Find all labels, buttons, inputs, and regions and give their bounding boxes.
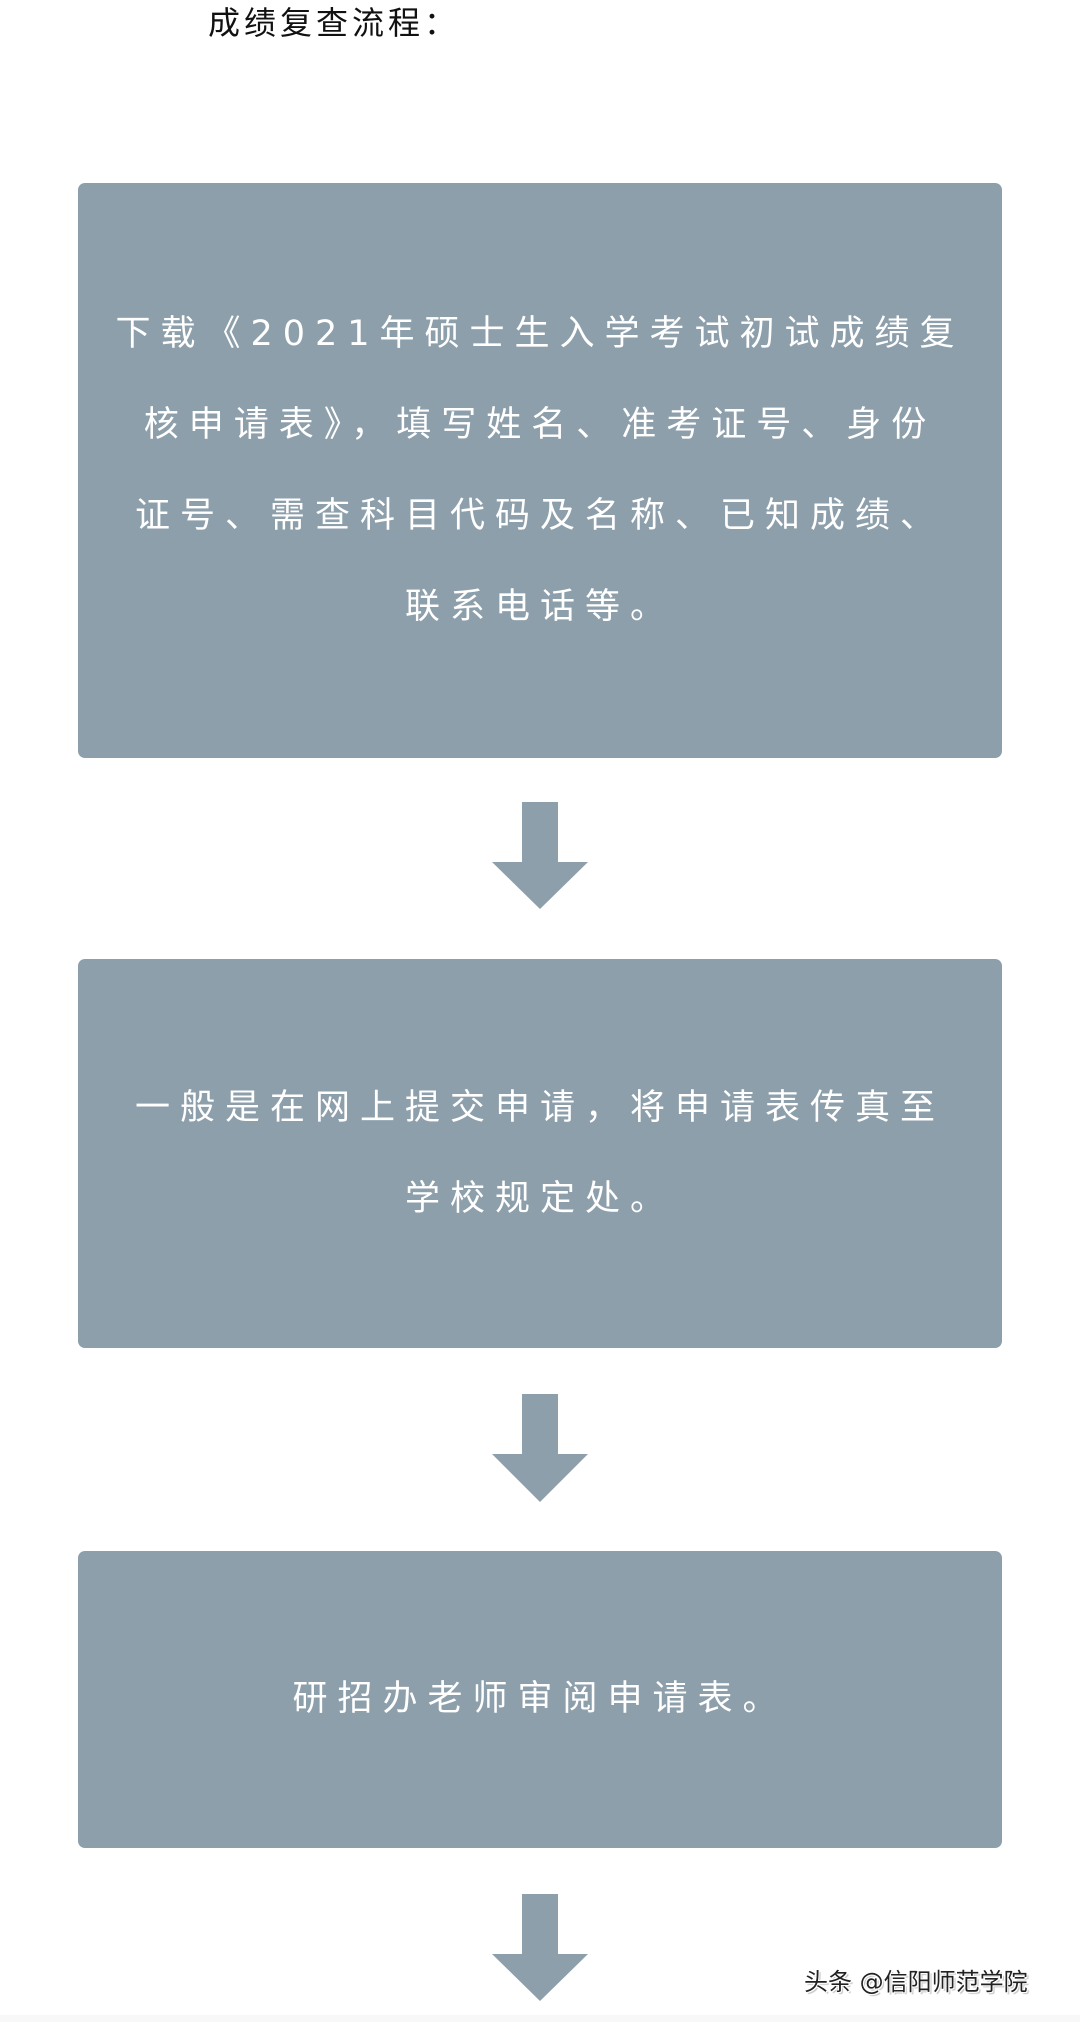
- step-text: 下载《2021年硕士生入学考试初试成绩复 核申请表》，填写姓名、准考证号、身份 …: [104, 289, 976, 653]
- arrow-down-icon: [492, 1894, 588, 2002]
- step-text: 一般是在网上提交申请，将申请表传真至 学校规定处。: [104, 1063, 976, 1245]
- step-box-download-form: 下载《2021年硕士生入学考试初试成绩复 核申请表》，填写姓名、准考证号、身份 …: [78, 183, 1002, 758]
- arrow-down-icon: [492, 802, 588, 910]
- step-text-line: 研招办老师审阅申请表。: [292, 1679, 788, 1719]
- step-box-submit-online: 一般是在网上提交申请，将申请表传真至 学校规定处。: [78, 959, 1002, 1348]
- step-text-line: 学校规定处。: [404, 1178, 675, 1219]
- step-text-line: 核申请表》，填写姓名、准考证号、身份: [143, 404, 937, 445]
- step-text-line: 一般是在网上提交申请，将申请表传真至: [134, 1087, 945, 1128]
- page-title: 成绩复查流程：: [208, 4, 461, 42]
- step-text-line: 联系电话等。: [404, 586, 675, 627]
- bottom-edge: [0, 2015, 1080, 2022]
- arrow-down-icon: [492, 1394, 588, 1502]
- step-text: 研招办老师审阅申请表。: [104, 1654, 976, 1745]
- watermark: 头条 @信阳师范学院: [804, 1968, 1028, 1996]
- step-text-line: 下载《2021年硕士生入学考试初试成绩复: [115, 313, 965, 354]
- step-text-line: 证号、需查科目代码及名称、已知成绩、: [134, 495, 945, 536]
- step-box-review: 研招办老师审阅申请表。: [78, 1551, 1002, 1848]
